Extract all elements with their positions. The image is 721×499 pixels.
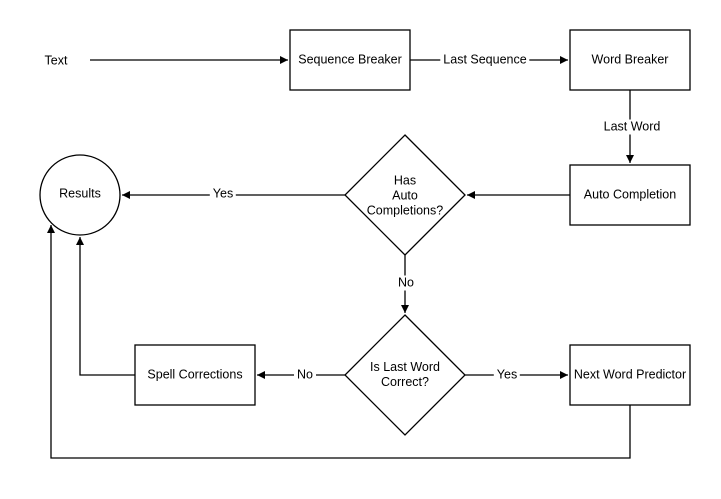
has-auto-completions-label: Has Auto Completions? bbox=[366, 173, 444, 218]
spell-corrections-label: Spell Corrections bbox=[147, 367, 243, 382]
edge-label-last-sequence: Last Sequence bbox=[440, 52, 530, 68]
results-circle bbox=[39, 154, 121, 236]
word-breaker-box bbox=[569, 29, 691, 91]
auto-completion-label: Auto Completion bbox=[583, 187, 677, 202]
is-last-word-correct-diamond bbox=[344, 314, 466, 436]
next-word-predictor-box bbox=[569, 344, 691, 406]
edge-label-last-word: Last Word bbox=[600, 119, 664, 135]
edge-label-yes-predictor: Yes bbox=[493, 367, 521, 383]
edge-spell-corrections-to-results bbox=[76, 237, 135, 376]
sequence-breaker-box bbox=[289, 29, 411, 91]
auto-completion-box bbox=[569, 164, 691, 226]
edge-label-yes-results: Yes bbox=[209, 186, 237, 202]
results-label: Results bbox=[59, 186, 101, 201]
sequence-breaker-label: Sequence Breaker bbox=[298, 52, 402, 67]
edge-label-no-down: No bbox=[395, 275, 417, 291]
text-input-label: Text bbox=[44, 53, 68, 68]
edge-next-word-predictor-to-results bbox=[47, 225, 631, 459]
edge-label-no-spell: No bbox=[294, 367, 316, 383]
word-breaker-label: Word Breaker bbox=[591, 52, 669, 67]
is-last-word-correct-label: Is Last Word Correct? bbox=[370, 360, 440, 389]
next-word-predictor-label: Next Word Predictor bbox=[573, 367, 687, 382]
